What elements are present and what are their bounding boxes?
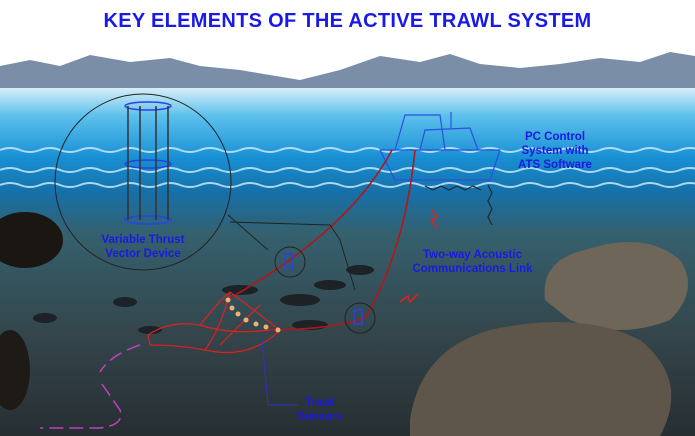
page-title: KEY ELEMENTS OF THE ACTIVE TRAWL SYSTEM: [103, 10, 592, 32]
thruster-icon: [124, 101, 363, 325]
inset-circle: [54, 93, 376, 334]
lightning-icon: [399, 209, 439, 304]
fish-school: [33, 265, 374, 334]
pc-control-label: PC Control System with ATS Software: [518, 131, 592, 171]
sensor-lines: [40, 339, 298, 429]
trawl-sensors-label: Trawl Sensors: [297, 397, 343, 423]
mountains: [0, 52, 695, 88]
floats: [225, 297, 281, 333]
waves: [0, 147, 695, 188]
vessel-icon: [379, 112, 501, 181]
tow-cables: [229, 149, 416, 331]
acoustic-signals: [424, 184, 493, 226]
rocks: [0, 212, 688, 436]
thrust-device-label: Variable Thrust Vector Device: [101, 234, 185, 260]
acoustic-link-label: Two-way Acoustic Communications Link: [412, 249, 533, 275]
